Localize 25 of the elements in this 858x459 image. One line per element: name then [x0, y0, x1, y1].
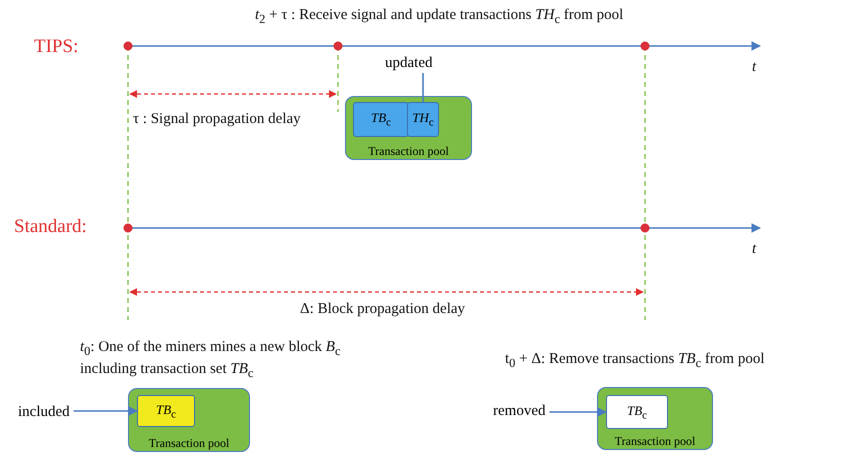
pool-caption: Transaction pool [614, 434, 696, 448]
pool-box [345, 96, 472, 160]
transaction-set-box: TB$_{c}$ [606, 395, 668, 429]
timestamp-note: t$_{2}$ + τ : Receive signal and update transactions TH$_{c}$ from pool [255, 6, 624, 28]
transaction-set-box: TH$_{c}$ [407, 102, 439, 137]
leader-line [74, 406, 138, 416]
pool-caption: Transaction pool [148, 436, 230, 450]
transaction-set-box: TB$_{c}$ [137, 395, 195, 427]
callout-text: included [18, 403, 70, 421]
leader-line [422, 73, 424, 102]
timeline-label: Standard: [14, 216, 87, 238]
delay-label: Δ: Block propagation delay [300, 300, 466, 318]
axis-label: t [752, 240, 756, 258]
axis-label: t [752, 58, 756, 76]
callout-text: removed [493, 402, 546, 420]
transaction-set-box: TB$_{c}$ [353, 102, 409, 137]
timeline-label: TIPS: [34, 36, 78, 58]
pool-box [128, 388, 250, 452]
timestamp-note: t$_{0}$: One of the miners mines a new block B$_{c}$ including transaction set TB$_{c}$ [80, 338, 342, 382]
delay-label: τ : Signal propagation delay [133, 110, 301, 128]
leader-line [549, 407, 607, 417]
pool-box [597, 387, 713, 450]
timestamp-note: t$_{0}$ + Δ: Remove transactions TB$_{c}$ from pool [505, 350, 764, 372]
pool-caption: Transaction pool [367, 144, 450, 158]
callout-text: updated [385, 54, 432, 72]
